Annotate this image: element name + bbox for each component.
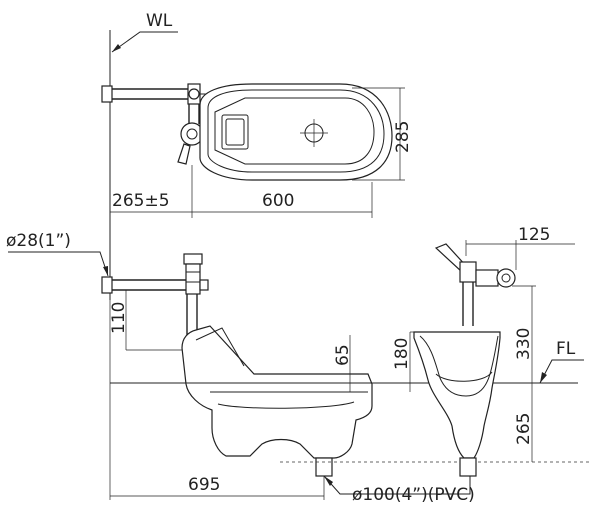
front-bowl-inner <box>419 335 499 397</box>
floor-line-label: FL <box>556 339 576 359</box>
drain-diameter-label: ø100(4”)(PVC) <box>352 485 475 505</box>
side-valve-body <box>185 263 201 295</box>
dim-rim-height-step: 65 <box>333 344 353 366</box>
front-supply-pipe-inner <box>501 273 511 283</box>
front-view: 125 180 330 265 FL <box>392 225 584 477</box>
front-valve-body <box>459 261 477 283</box>
dim-bowl-width: 285 <box>393 121 413 153</box>
drain-arrow-left <box>324 476 333 486</box>
side-bowl-rim <box>195 327 245 367</box>
plan-inlet-area <box>221 114 249 150</box>
front-drain-outlet <box>459 457 477 477</box>
pipe-diameter-label: ø28(1”) <box>6 231 71 251</box>
front-supply-pipe-end <box>496 268 516 288</box>
plan-inlet-inner <box>225 118 245 146</box>
front-valve-connector <box>475 269 499 287</box>
dim-rim-height: 180 <box>392 338 412 370</box>
plan-valve-knob <box>188 88 200 100</box>
plan-flush-valve-inner <box>186 128 198 140</box>
fl-leader <box>539 359 584 384</box>
pipe-dia-leader <box>8 251 109 277</box>
dim-valve-height: 330 <box>514 328 534 360</box>
plan-view: WL 285 265±5 600 <box>101 11 413 300</box>
dim-drain-depth: 265 <box>514 413 534 445</box>
side-pipe-flange <box>101 276 113 294</box>
wl-leader <box>111 31 178 53</box>
plan-bowl-rim <box>207 89 385 173</box>
dim-offset-from-wall: 265±5 <box>112 191 170 211</box>
drain-leader <box>323 475 471 495</box>
dim-bowl-length: 600 <box>262 191 294 211</box>
wl-arrow <box>112 44 121 52</box>
side-bowl-curve <box>217 401 355 409</box>
side-drain-outlet <box>315 457 333 477</box>
wall-line-label: WL <box>146 11 173 31</box>
dim-flush-pipe-drop: 110 <box>109 302 129 334</box>
pipe-dia-arrow <box>103 266 108 276</box>
plan-flush-lever <box>177 143 191 165</box>
dim-valve-offset: 125 <box>518 225 550 245</box>
plan-bowl-outer <box>199 83 393 181</box>
plan-bowl-inner <box>214 97 375 165</box>
dim-total-length: 695 <box>188 475 220 495</box>
fl-arrow <box>540 372 547 383</box>
front-bowl-curve <box>435 371 493 382</box>
side-valve-stub <box>199 279 209 291</box>
side-valve-cap <box>183 253 203 265</box>
side-elevation: ø28(1”) 110 65 695 <box>6 231 373 500</box>
plan-pipe-flange <box>101 85 113 103</box>
